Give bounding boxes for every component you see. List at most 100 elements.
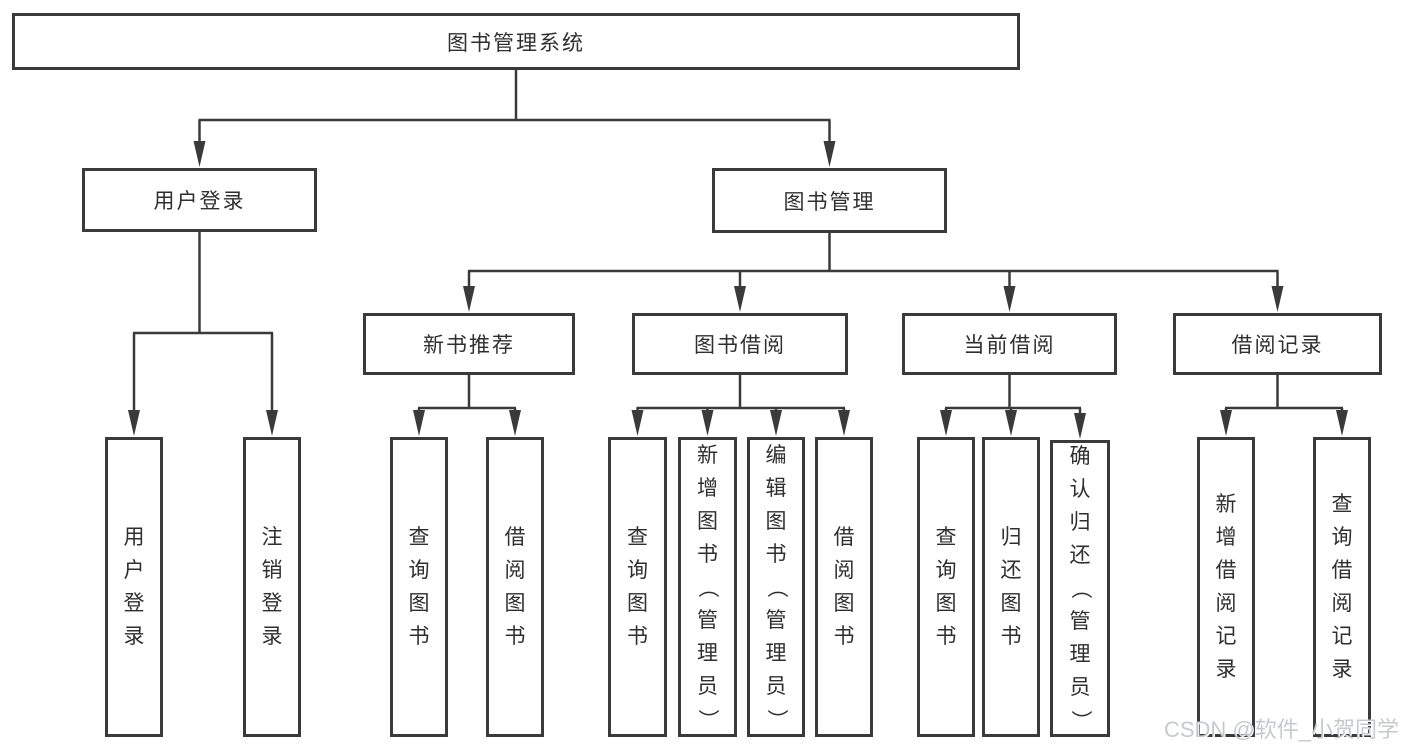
node-borrow-books-recommend: 借阅图书	[486, 437, 544, 737]
node-label: 图书管理	[783, 190, 876, 214]
node-new-book-recommend: 新书推荐	[363, 313, 575, 375]
vertical-char: 阅	[1331, 592, 1353, 615]
node-label: 新增借阅记录	[1200, 440, 1252, 734]
vertical-char: 记	[1331, 625, 1353, 648]
vertical-char: 询	[1331, 526, 1353, 549]
vertical-char: 理	[765, 641, 787, 665]
csdn-watermark: CSDN @软件_小贺同学	[1163, 717, 1399, 742]
arrowhead-icon	[701, 410, 714, 436]
vertical-char: ）	[764, 708, 788, 730]
node-label: 借阅记录	[1231, 334, 1324, 357]
vertical-char: 书	[504, 625, 526, 648]
node-confirm-return-admin: 确认归还（管理员）	[1050, 440, 1110, 737]
vertical-char: 借	[1215, 559, 1237, 582]
vertical-char: 询	[627, 559, 648, 582]
vertical-char: 确	[1069, 445, 1091, 468]
vertical-char: 登	[123, 592, 145, 615]
vertical-char: 销	[261, 559, 283, 582]
vertical-char: 阅	[504, 559, 526, 582]
arrowhead-icon	[1220, 410, 1232, 436]
vertical-char: ）	[696, 708, 719, 730]
vertical-char: 新	[697, 443, 718, 467]
node-label: 用户登录	[108, 440, 160, 734]
arrowhead-icon	[838, 410, 850, 436]
arrowhead-icon	[734, 286, 746, 312]
arrowhead-icon	[193, 141, 206, 167]
vertical-char: 归	[1069, 511, 1091, 534]
node-label: 查询图书	[920, 440, 972, 734]
vertical-char: 录	[1331, 658, 1353, 681]
vertical-char: 录	[261, 625, 283, 648]
vertical-char: 查	[935, 526, 957, 549]
node-label: 查询图书	[393, 440, 445, 734]
vertical-char: 图	[765, 509, 787, 533]
vertical-char: 认	[1069, 478, 1091, 501]
arrowhead-icon	[413, 410, 425, 436]
node-borrowing-records: 借阅记录	[1173, 313, 1382, 375]
arrowhead-icon	[509, 410, 521, 436]
node-label: 查询借阅记录	[1316, 440, 1368, 734]
node-label: 注销登录	[246, 440, 298, 734]
vertical-char: 书	[765, 542, 787, 566]
vertical-char: 管	[1069, 610, 1091, 633]
node-edit-books-admin: 编辑图书（管理员）	[747, 437, 805, 737]
vertical-char: 辑	[765, 476, 787, 500]
node-return-books: 归还图书	[982, 437, 1040, 737]
vertical-char: 增	[697, 476, 718, 500]
arrowhead-icon	[1074, 413, 1086, 439]
vertical-char: 书	[408, 625, 430, 648]
vertical-char: 录	[123, 625, 145, 648]
vertical-char: 登	[261, 592, 283, 615]
vertical-char: 书	[697, 542, 718, 566]
node-root: 图书管理系统	[12, 13, 1020, 70]
arrowhead-icon	[1336, 410, 1348, 436]
vertical-char: 查	[408, 526, 430, 549]
vertical-char: 图	[935, 592, 957, 615]
node-label: 用户登录	[153, 190, 246, 213]
vertical-char: 阅	[833, 559, 855, 582]
node-label: 当前借阅	[963, 334, 1056, 357]
node-query-books-recommend: 查询图书	[390, 437, 448, 737]
node-label: 新书推荐	[423, 334, 515, 357]
vertical-char: 询	[408, 559, 430, 582]
vertical-char: 书	[935, 625, 957, 648]
arrowhead-icon	[266, 410, 278, 436]
node-label: 图书管理系统	[447, 31, 585, 55]
vertical-char: 图	[504, 592, 526, 615]
node-label: 查询图书	[611, 440, 664, 734]
vertical-char: 理	[1069, 643, 1091, 666]
arrowhead-icon	[770, 410, 782, 436]
vertical-char: 归	[1000, 526, 1022, 549]
vertical-char: 图	[697, 509, 718, 533]
node-label: 新增图书（管理员）	[681, 440, 734, 734]
node-query-books-borrowing: 查询图书	[608, 437, 667, 737]
arrowhead-icon	[1271, 286, 1284, 312]
vertical-char: 借	[504, 526, 526, 549]
vertical-char: 编	[765, 443, 787, 467]
vertical-char: 管	[765, 608, 787, 632]
node-query-books-current: 查询图书	[917, 437, 975, 737]
node-logout-leaf: 注销登录	[243, 437, 301, 737]
vertical-char: 查	[627, 526, 648, 549]
arrowhead-icon	[631, 410, 644, 436]
vertical-char: 查	[1331, 493, 1353, 516]
vertical-char: 书	[833, 625, 855, 648]
vertical-char: 新	[1215, 493, 1237, 516]
vertical-char: 图	[627, 592, 648, 615]
node-label: 编辑图书（管理员）	[750, 440, 802, 734]
vertical-char: 图	[1000, 592, 1022, 615]
node-book-management: 图书管理	[712, 168, 947, 233]
vertical-char: （	[764, 576, 788, 598]
vertical-char: 记	[1215, 625, 1237, 648]
vertical-char: 注	[261, 526, 283, 549]
node-label: 归还图书	[985, 440, 1037, 734]
vertical-char: 还	[1069, 544, 1091, 567]
node-label: 确认归还（管理员）	[1053, 443, 1107, 734]
vertical-char: 书	[627, 625, 648, 648]
vertical-char: （	[1068, 578, 1092, 599]
vertical-char: 理	[697, 641, 718, 665]
vertical-char: 询	[935, 559, 957, 582]
vertical-char: 管	[697, 608, 718, 632]
